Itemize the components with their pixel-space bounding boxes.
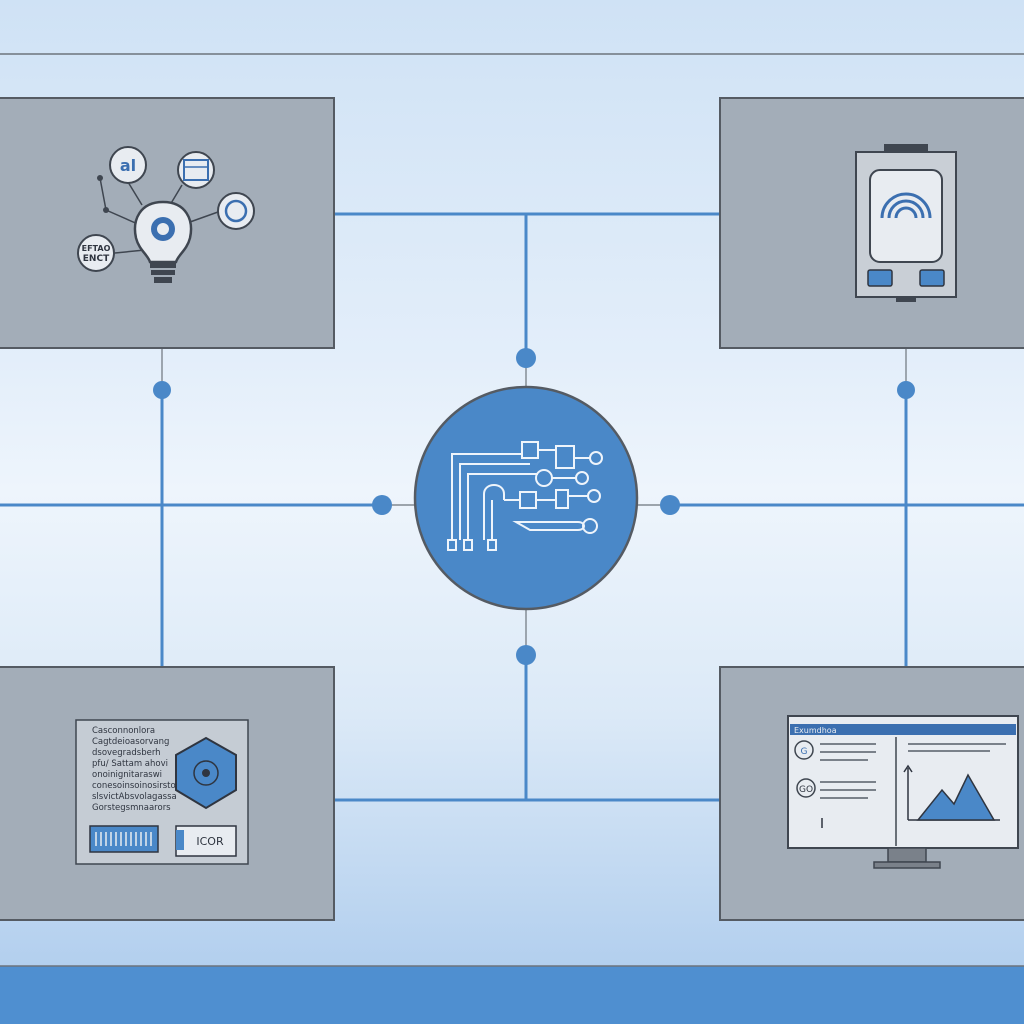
- center-hub: [413, 385, 639, 611]
- node-right: [897, 381, 915, 399]
- wireless-device-icon: [855, 144, 957, 302]
- document-text-lines: Casconnonlora Cagtdeioasorvang dsovegrad…: [92, 726, 185, 813]
- panel-top-left: al EFTAO ENCT: [0, 97, 335, 349]
- monitor-chart-icon: [787, 715, 1019, 869]
- svg-text:onoinignitaraswi: onoinignitaraswi: [92, 770, 162, 780]
- circuit-hub-icon: [447, 441, 603, 551]
- node-hub-left: [372, 495, 392, 515]
- node-hub-bottom: [516, 645, 536, 665]
- node-left: [153, 381, 171, 399]
- hexagon-emblem-icon: [175, 736, 237, 810]
- badge-left-line-2: ENCT: [83, 254, 110, 264]
- connectors: [0, 212, 1024, 802]
- svg-text:Gorstegsmnaarors: Gorstegsmnaarors: [92, 803, 171, 813]
- circle-label-2: GO: [799, 785, 813, 795]
- panel-bottom-right: Exumdhoa G GO: [719, 666, 1024, 921]
- svg-text:conesoinsoinosirstocs: conesoinsoinosirstocs: [92, 781, 185, 791]
- badge-top-label: al: [120, 156, 136, 175]
- barcode-icon: [89, 825, 159, 853]
- svg-text:pfu/ Sattam ahovi: pfu/ Sattam ahovi: [92, 759, 168, 769]
- panel-top-right: [719, 97, 1024, 349]
- lightbulb-idea-icon: [77, 146, 255, 283]
- svg-text:dsovegradsberh: dsovegradsberh: [92, 748, 161, 758]
- connector-nodes: [153, 348, 915, 665]
- node-hub-right: [660, 495, 680, 515]
- bottom-band: [0, 966, 1024, 1024]
- code-label: ICOR: [196, 835, 224, 848]
- badge-left-line-1: EFTAO: [82, 244, 111, 253]
- circle-label-1: G: [801, 747, 808, 757]
- node-hub-top: [516, 348, 536, 368]
- svg-text:slsvictAbsvolagassa: slsvictAbsvolagassa: [92, 792, 177, 802]
- window-title: Exumdhoa: [794, 726, 837, 735]
- svg-text:Cagtdeioasorvang: Cagtdeioasorvang: [92, 737, 169, 747]
- svg-text:Casconnonlora: Casconnonlora: [92, 726, 155, 736]
- code-box: [175, 825, 237, 857]
- panel-bottom-left: Casconnonlora Cagtdeioasorvang dsovegrad…: [0, 666, 335, 921]
